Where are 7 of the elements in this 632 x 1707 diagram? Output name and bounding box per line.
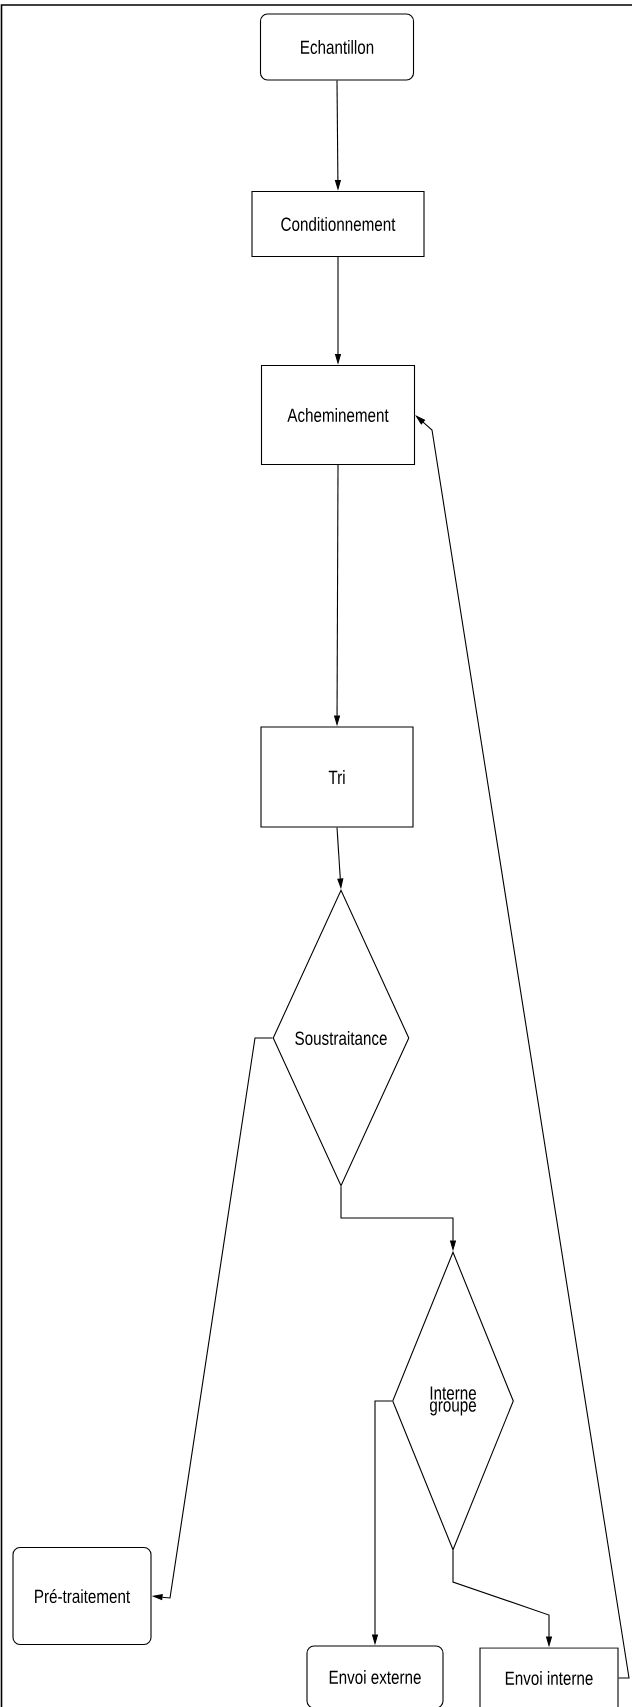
process-box: Conditionnement bbox=[251, 190, 425, 258]
process-box: Tri bbox=[260, 726, 414, 828]
process-box: Acheminement bbox=[260, 364, 416, 466]
terminal-box: Envoi externe bbox=[306, 1645, 444, 1707]
process-box: Envoi interne bbox=[479, 1647, 619, 1707]
terminal-box: Pré-traitement bbox=[12, 1546, 152, 1646]
terminal-box: Echantillon bbox=[259, 13, 415, 81]
